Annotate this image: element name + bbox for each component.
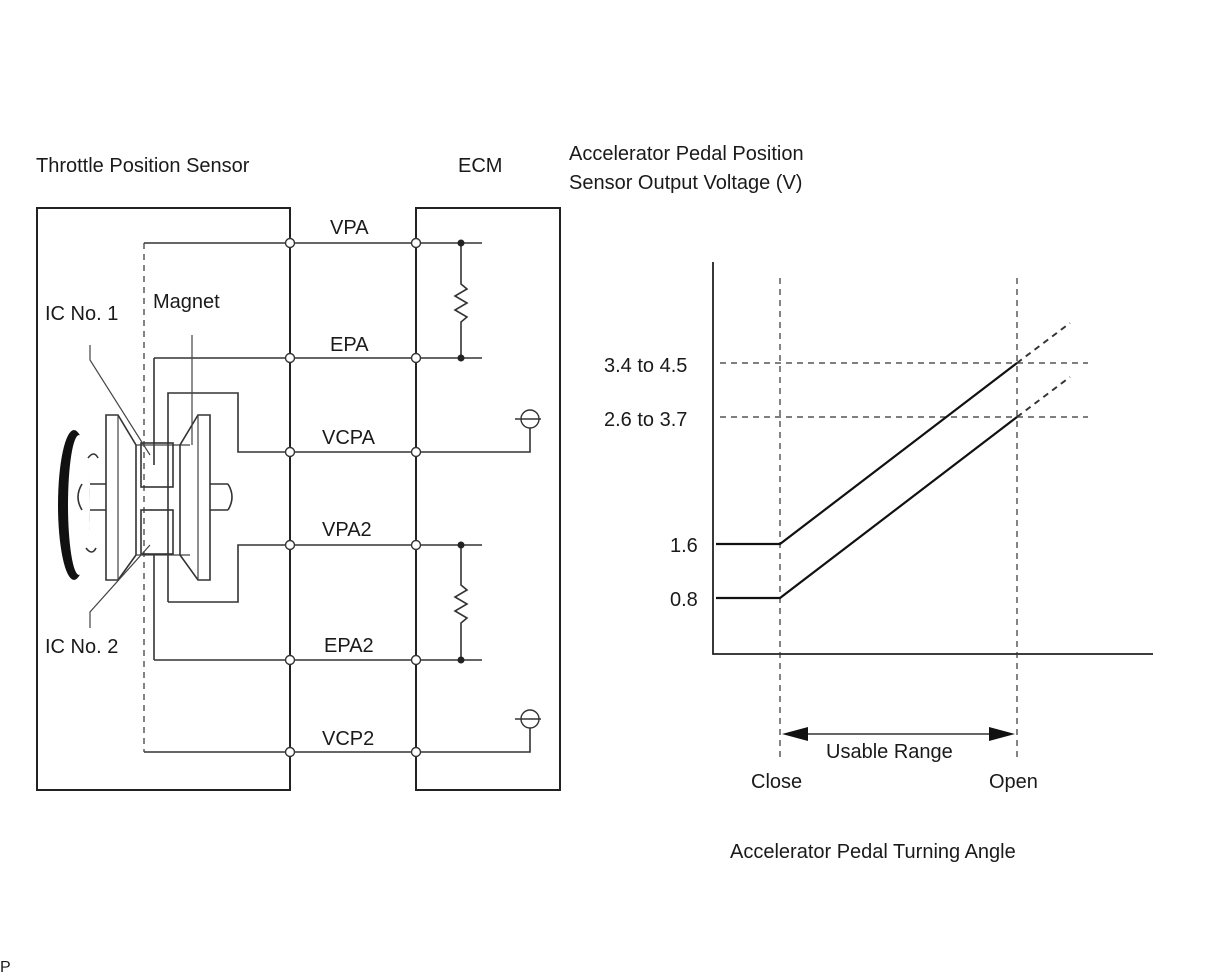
sensor-title: Throttle Position Sensor: [36, 155, 250, 177]
y-tick-high: 3.4 to 4.5: [604, 355, 687, 377]
ecm-box: [415, 207, 561, 791]
rotor-assembly: [58, 414, 233, 581]
output-curve-vpa2-extension: [1016, 376, 1071, 418]
connector-nodes: [284, 237, 422, 758]
sensor-box: [36, 207, 291, 791]
ic1-label: IC No. 1: [45, 303, 118, 325]
graph-axes: [712, 262, 1153, 655]
ic2-leader: [89, 544, 151, 628]
ground-symbol-vcp2: [515, 709, 541, 729]
resistor-epa2: [453, 541, 469, 664]
magnet-label: Magnet: [153, 291, 220, 313]
ic2-label: IC No. 2: [45, 636, 118, 658]
x-label-close: Close: [751, 771, 802, 793]
terminal-label-epa2: EPA2: [324, 635, 374, 657]
terminal-wires: [144, 242, 531, 753]
x-label-open: Open: [989, 771, 1038, 793]
graph-title-line2: Sensor Output Voltage (V): [569, 172, 802, 194]
ic1-chip: [140, 442, 174, 488]
y-tick-vpa: 1.6: [670, 535, 698, 557]
graph-title-line1: Accelerator Pedal Position: [569, 143, 804, 165]
output-curve-vpa2: [716, 416, 1018, 600]
terminal-label-vpa: VPA: [330, 217, 369, 239]
output-curve-vpa-extension: [1016, 322, 1071, 364]
terminal-label-vpa2: VPA2: [322, 519, 372, 541]
ground-symbol-vcpa: [515, 409, 541, 453]
y-tick-vpa2: 0.8: [670, 589, 698, 611]
terminal-label-vcp2: VCP2: [322, 728, 374, 750]
x-axis-title: Accelerator Pedal Turning Angle: [730, 841, 1016, 863]
terminal-label-epa: EPA: [330, 334, 369, 356]
output-curve-vpa: [716, 362, 1018, 546]
ic1-leader: [89, 345, 151, 456]
terminal-label-vcpa: VCPA: [322, 427, 376, 449]
y-tick-low: 2.6 to 3.7: [604, 409, 687, 431]
ic2-chip: [140, 509, 174, 555]
resistor-epa: [453, 239, 469, 362]
corner-mark: P: [0, 959, 11, 974]
ecm-title: ECM: [458, 155, 502, 177]
usable-range-arrow: [782, 727, 1015, 741]
usable-range-label: Usable Range: [826, 741, 953, 763]
